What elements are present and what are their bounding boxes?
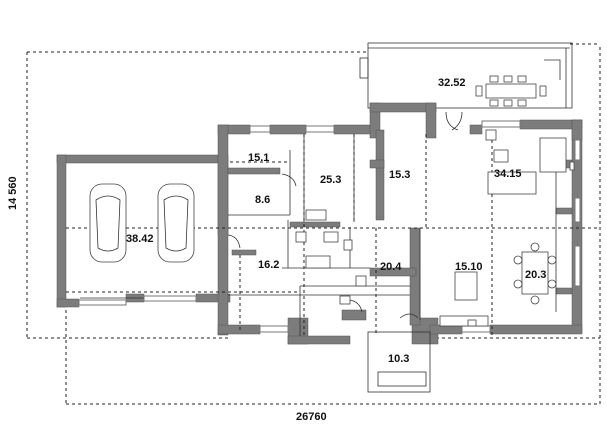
dimension-lines (26, 43, 601, 405)
house-walls (217, 102, 583, 345)
section-lines (66, 134, 600, 336)
room-area-living: 34.15 (494, 168, 522, 180)
room-area-room-b: 25.3 (320, 174, 341, 186)
room-labels: 32.52 15.1 25.3 15.3 34.15 8.6 38.42 16.… (126, 77, 546, 365)
room-area-terrace: 32.52 (438, 77, 466, 89)
dimension-depth-label: 14 560 (7, 176, 19, 210)
garage-walls (56, 154, 231, 308)
furniture (295, 59, 575, 327)
windows (78, 120, 581, 333)
room-area-porch: 10.3 (388, 353, 409, 365)
room-area-closet: 8.6 (255, 194, 270, 206)
room-area-room-d: 16.2 (258, 259, 279, 271)
room-area-hall: 20.4 (380, 261, 402, 273)
room-area-room-a: 15.1 (248, 152, 269, 164)
room-area-garage: 38.42 (126, 233, 154, 245)
room-area-kitchen: 15.10 (455, 261, 483, 273)
terrace-outline (359, 42, 573, 109)
door-swings (227, 111, 463, 319)
dimension-width-label: 26760 (296, 411, 327, 423)
room-area-dining: 20.3 (525, 269, 546, 281)
room-area-room-c: 15.3 (389, 169, 410, 181)
garage-cars (89, 183, 195, 263)
